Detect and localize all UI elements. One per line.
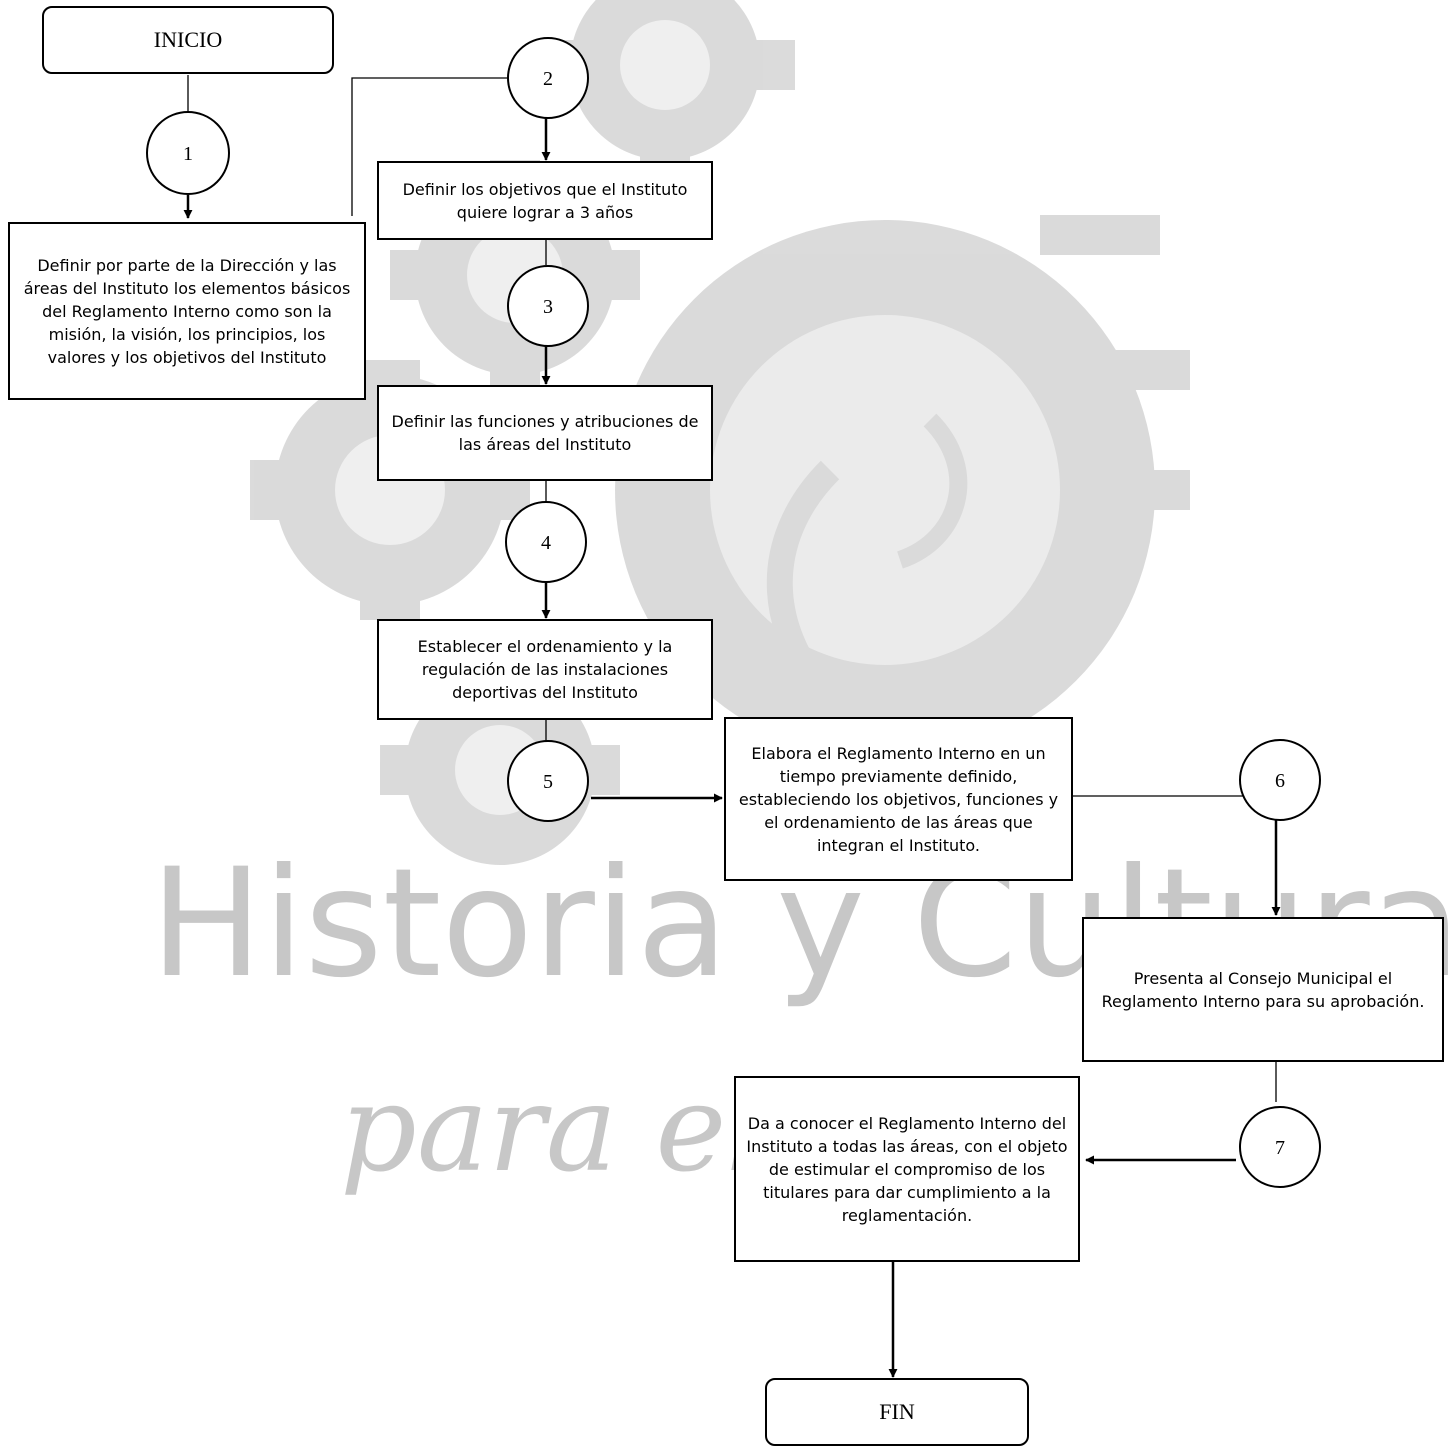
connector-circle-3 <box>507 265 589 347</box>
connector-circle-4 <box>505 501 587 583</box>
end-terminal: FIN <box>765 1378 1029 1446</box>
connector-label-1: 1 <box>183 143 193 165</box>
connector-label-7: 7 <box>1275 1137 1285 1159</box>
connector-lines <box>187 75 1277 1102</box>
step-text-5: Elabora el Reglamento Interno en un tiem… <box>738 743 1059 855</box>
start-label: INICIO <box>153 27 223 52</box>
connector-circle-1 <box>146 111 230 195</box>
connector-label-5: 5 <box>543 771 553 793</box>
step-text-1: Definir por parte de la Dirección y las … <box>23 255 351 367</box>
step-box-3: Definir las funciones y atribuciones de … <box>377 385 713 481</box>
connector-circles <box>146 37 1321 1188</box>
connector-circle-5 <box>507 740 589 822</box>
step-text-4: Establecer el ordenamiento y la regulaci… <box>417 637 673 702</box>
step-box-4: Establecer el ordenamiento y la regulaci… <box>377 619 713 720</box>
step-text-3: Definir las funciones y atribuciones de … <box>391 412 699 454</box>
step-text-7: Da a conocer el Reglamento Interno del I… <box>746 1113 1068 1225</box>
step-text-2: Definir los objetivos que el Instituto q… <box>402 179 688 222</box>
connector-label-2: 2 <box>543 68 553 90</box>
step-box-1: Definir por parte de la Dirección y las … <box>8 222 366 400</box>
end-label: FIN <box>879 1399 915 1424</box>
step-box-7: Da a conocer el Reglamento Interno del I… <box>734 1076 1080 1262</box>
connector-labels: 1 2 3 4 5 6 7 <box>183 68 1285 1159</box>
connector-label-4: 4 <box>541 532 551 554</box>
connector-circle-7 <box>1239 1106 1321 1188</box>
connector-circle-6 <box>1239 739 1321 821</box>
connector-circle-2 <box>507 37 589 119</box>
step-box-5: Elabora el Reglamento Interno en un tiem… <box>724 717 1073 881</box>
connector-label-6: 6 <box>1275 770 1285 792</box>
start-terminal: INICIO <box>42 6 334 74</box>
step-box-2: Definir los objetivos que el Instituto q… <box>377 161 713 240</box>
connector-label-3: 3 <box>543 296 553 318</box>
watermark-script: para el <box>340 1060 765 1199</box>
flow-arrows <box>183 118 1281 1378</box>
step-text-6: Presenta al Consejo Municipal el Reglame… <box>1101 968 1425 1011</box>
emblem-icon <box>615 215 1190 805</box>
step-box-6: Presenta al Consejo Municipal el Reglame… <box>1082 917 1444 1062</box>
